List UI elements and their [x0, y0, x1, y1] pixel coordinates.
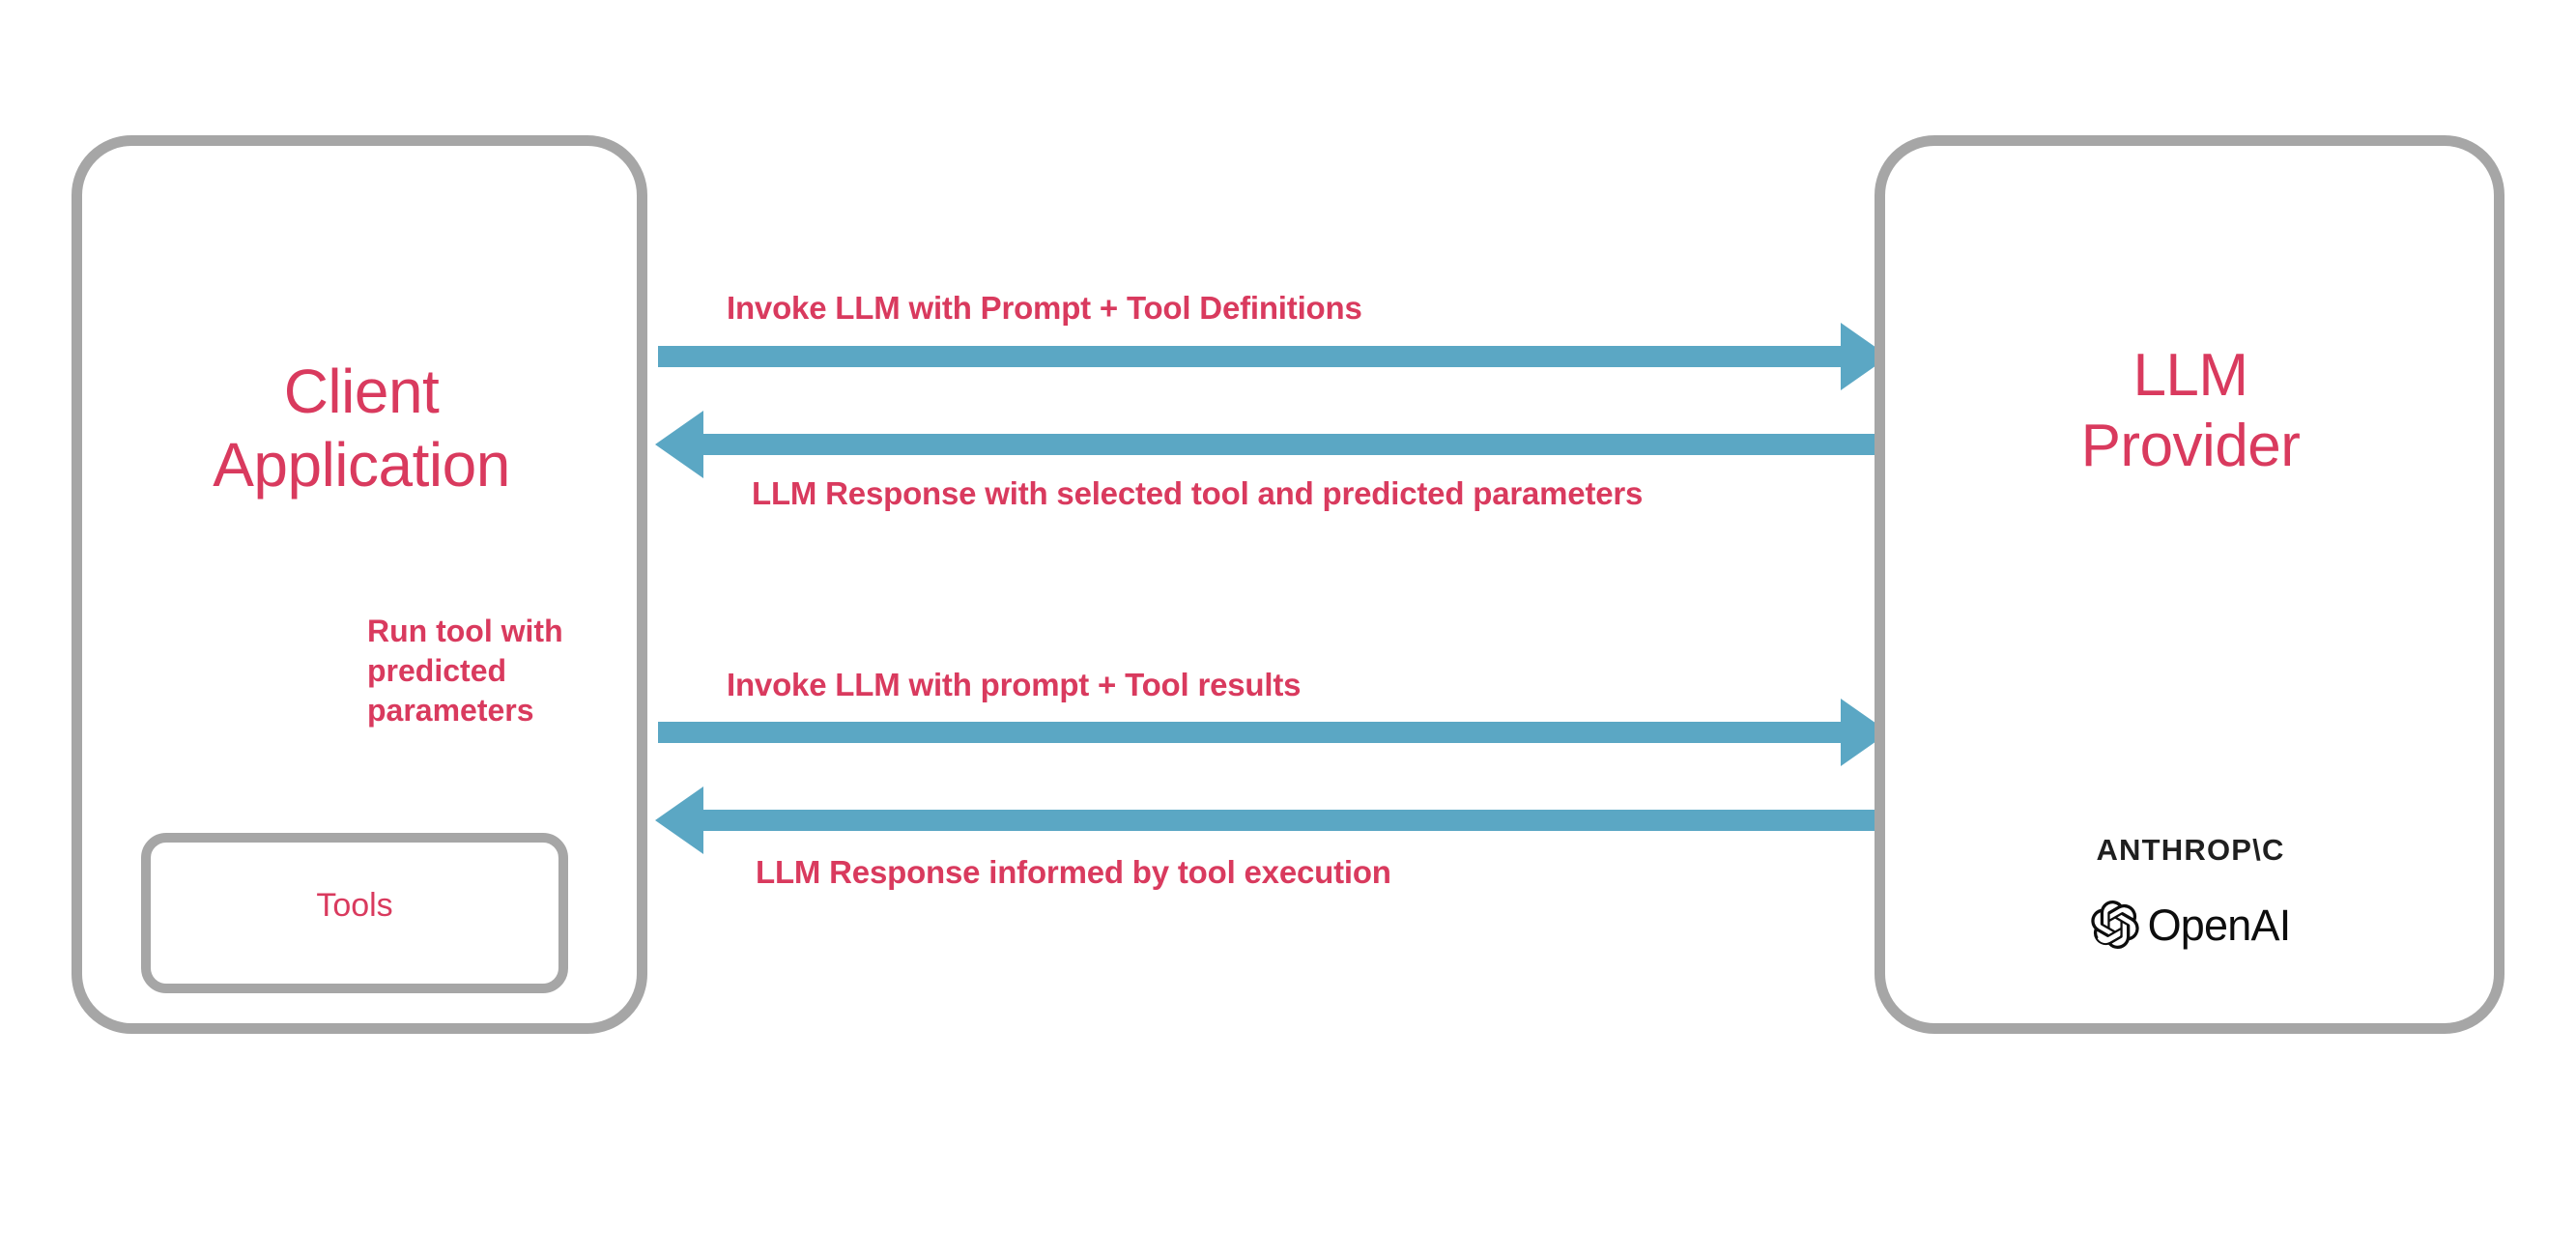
flow-label-invoke-1: Invoke LLM with Prompt + Tool Definition… [727, 290, 1362, 326]
flow-arrow-response-2 [655, 786, 1884, 854]
openai-logo: OpenAI [1896, 901, 2485, 949]
client-application-title: Client Application [213, 357, 510, 500]
internal-arrow-label-run-tool: Run tool with predicted parameters [367, 614, 563, 728]
flow-arrow-invoke-1 [658, 323, 1889, 390]
tools-box-label: Tools [316, 887, 393, 924]
flow-label-response-1: LLM Response with selected tool and pred… [752, 475, 1644, 511]
right-arrow-icon [658, 699, 1889, 766]
left-arrow-icon [655, 786, 1884, 854]
llm-provider-panel [1875, 135, 2504, 1034]
flow-arrow-response-1 [655, 411, 1884, 478]
left-arrow-icon [655, 411, 1884, 478]
right-arrow-icon [658, 323, 1889, 390]
anthropic-logo: ANTHROP\C [2096, 833, 2285, 867]
flow-label-response-2: LLM Response informed by tool execution [756, 854, 1391, 890]
openai-blossom-icon [2091, 901, 2139, 949]
flow-arrow-invoke-2 [658, 699, 1889, 766]
tools-box[interactable] [141, 833, 568, 993]
llm-provider-title: LLM Provider [2080, 342, 2301, 480]
openai-wordmark: OpenAI [2147, 900, 2292, 950]
flow-label-invoke-2: Invoke LLM with prompt + Tool results [727, 667, 1302, 702]
